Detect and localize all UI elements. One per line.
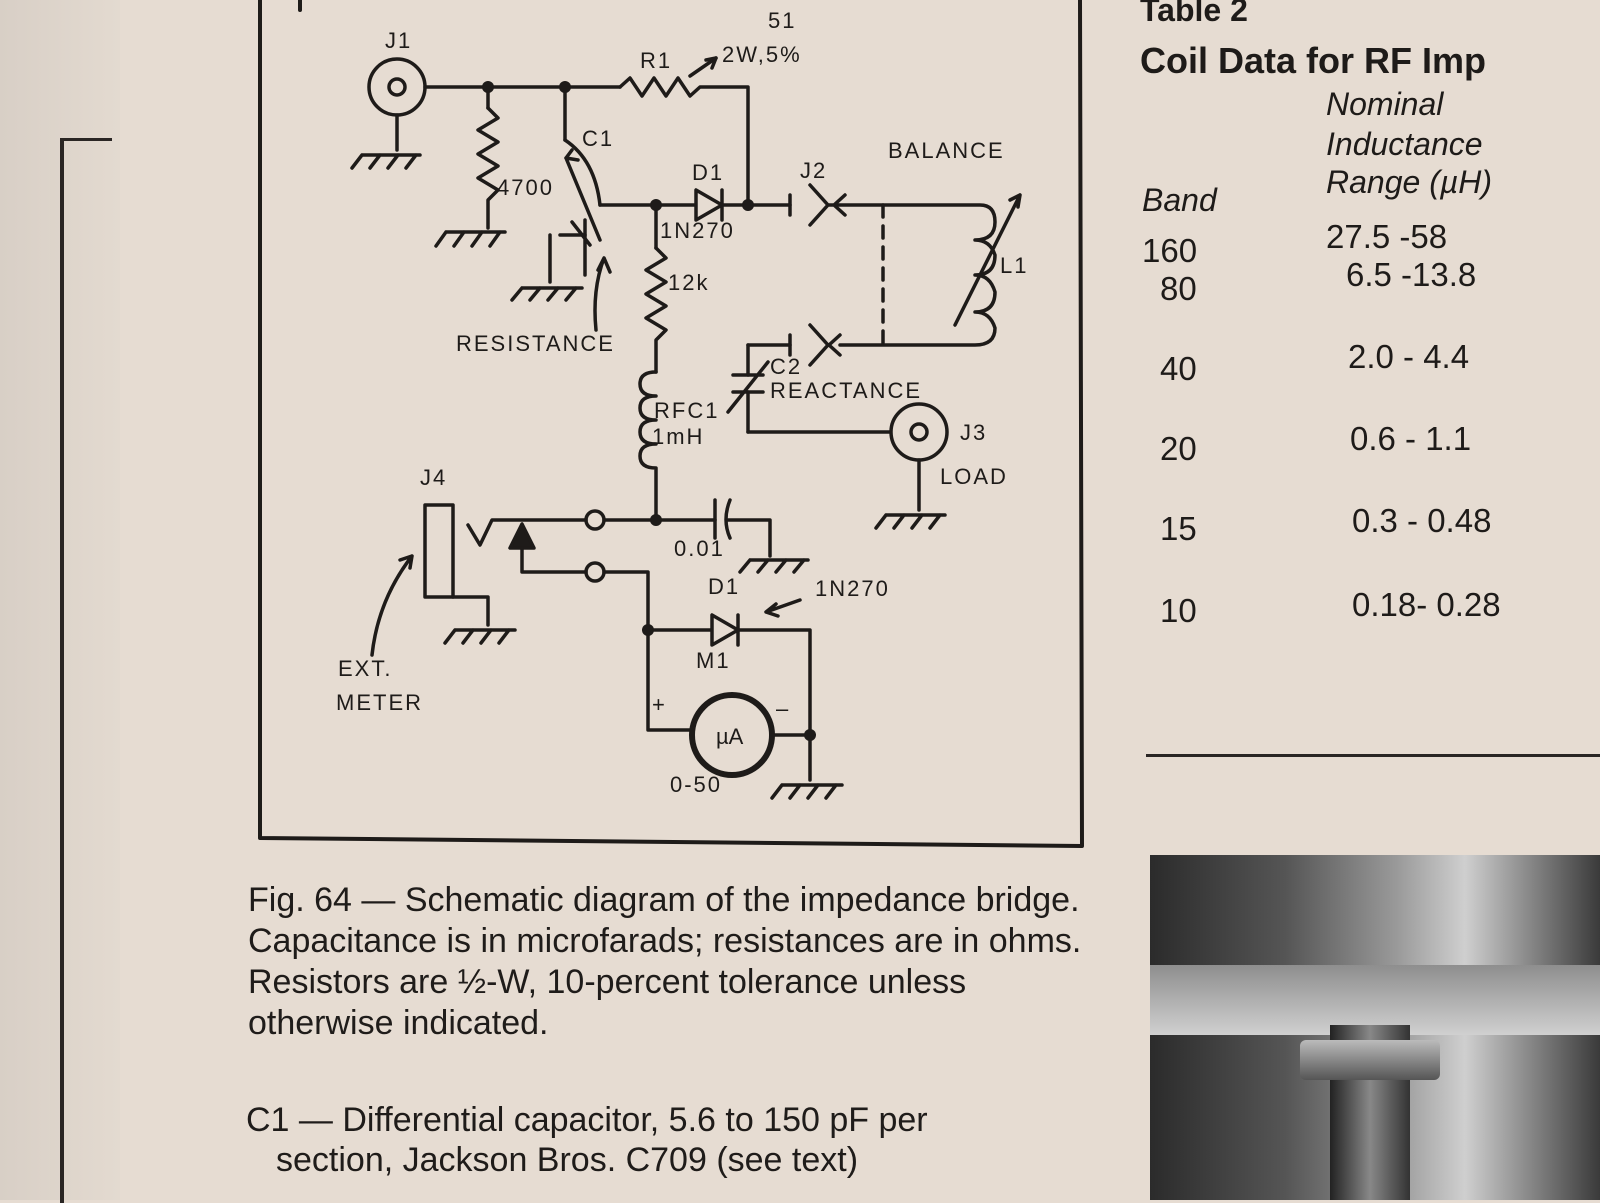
parts-list: C1 — Differential capacitor, 5.6 to 150 …	[246, 1100, 1086, 1180]
r-4700-resistor	[476, 106, 500, 230]
j1-connector	[367, 57, 427, 117]
label-m1: M1	[696, 648, 731, 673]
schematic-frame	[258, 0, 1084, 848]
table-row-range: 2.0 - 4.4	[1348, 338, 1470, 375]
label-d1-bottom-type: 1N270	[815, 576, 890, 601]
parts-list-line-1: C1 — Differential capacitor, 5.6 to 150 …	[246, 1101, 928, 1139]
table-row-range: 27.5 -58	[1326, 218, 1448, 255]
label-meter: METER	[336, 690, 423, 715]
label-r1-rating: 2W,5%	[722, 42, 802, 67]
rfc1-choke	[638, 370, 658, 522]
label-minus: –	[776, 696, 790, 721]
figure-caption: Fig. 64 — Schematic diagram of the imped…	[248, 881, 1082, 1042]
label-j2: J2	[800, 158, 827, 183]
label-c1: C1	[582, 126, 614, 151]
device-photo	[1150, 855, 1600, 1200]
ground-4700	[434, 230, 507, 248]
label-load: LOAD	[940, 464, 1008, 489]
label-l1: L1	[1000, 253, 1028, 278]
ground-meter	[770, 783, 844, 800]
label-j1: J1	[385, 28, 412, 53]
label-c2: C2	[770, 354, 802, 379]
table-row-band: 160	[1142, 232, 1198, 269]
table-row-range: 0.18- 0.28	[1352, 586, 1501, 623]
resistance-pointer-arrow	[593, 256, 612, 332]
j2-jack	[808, 183, 997, 347]
c1-variable-capacitor	[564, 148, 602, 242]
label-d1-bottom: D1	[708, 574, 740, 599]
d1-top-diode	[654, 188, 750, 222]
table-row-band: 80	[1160, 270, 1197, 307]
label-r1: R1	[640, 48, 672, 73]
table-bottom-rule	[1146, 754, 1600, 757]
ext-meter-arrow	[370, 554, 414, 657]
r-12k-resistor	[644, 246, 668, 374]
j1-ground-symbol	[350, 153, 422, 170]
table-row-band: 10	[1160, 592, 1197, 629]
junction-dots	[482, 81, 816, 741]
table-row-range: 0.6 - 1.1	[1350, 420, 1472, 457]
j3-connector	[889, 402, 949, 462]
table-label: Table 2	[1140, 0, 1248, 28]
label-ext: EXT.	[338, 656, 392, 681]
col-header-range-line3: Range (µH)	[1326, 164, 1493, 200]
label-r-12k: 12k	[668, 270, 709, 295]
label-j4: J4	[420, 465, 447, 490]
photo-nut	[1300, 1040, 1440, 1080]
table-row-band: 15	[1160, 510, 1197, 547]
label-d1-top: D1	[692, 160, 724, 185]
label-r1-value: 51	[768, 8, 796, 33]
label-rfc1-value: 1mH	[652, 424, 704, 449]
ground-j3	[874, 513, 947, 530]
table-row-range: 6.5 -13.8	[1346, 256, 1477, 293]
label-cap-001: 0.01	[674, 536, 725, 561]
col-header-range-line1: Nominal	[1326, 86, 1444, 122]
photo-panel	[1150, 965, 1600, 1035]
table-title: Coil Data for RF Imp	[1140, 40, 1487, 81]
label-meter-unit: µA	[716, 724, 744, 749]
label-reactance: REACTANCE	[770, 378, 922, 403]
l1-inductor	[953, 193, 1022, 327]
label-rfc1: RFC1	[654, 398, 719, 423]
ground-cap-001	[738, 558, 810, 574]
label-balance: BALANCE	[888, 138, 1005, 163]
ground-j4	[443, 628, 517, 645]
label-j3: J3	[960, 420, 987, 445]
j4-jack	[423, 503, 455, 599]
parts-list-line-2: section, Jackson Bros. C709 (see text)	[276, 1141, 859, 1179]
col-header-range-line2: Inductance	[1326, 126, 1483, 162]
table-row-range: 0.3 - 0.48	[1352, 502, 1492, 539]
label-resistance: RESISTANCE	[456, 331, 615, 356]
label-d1-top-type: 1N270	[660, 218, 735, 243]
label-r-4700: 4700	[497, 175, 554, 200]
left-margin-bracket	[60, 138, 112, 1203]
table-row-band: 40	[1160, 350, 1197, 387]
ground-c1	[510, 286, 584, 302]
r1-resistor	[618, 76, 750, 202]
label-plus: +	[652, 692, 667, 717]
col-header-band: Band	[1142, 182, 1217, 218]
d1-bottom-diode	[646, 613, 812, 737]
label-meter-range: 0-50	[670, 772, 722, 797]
table-row-band: 20	[1160, 430, 1197, 467]
